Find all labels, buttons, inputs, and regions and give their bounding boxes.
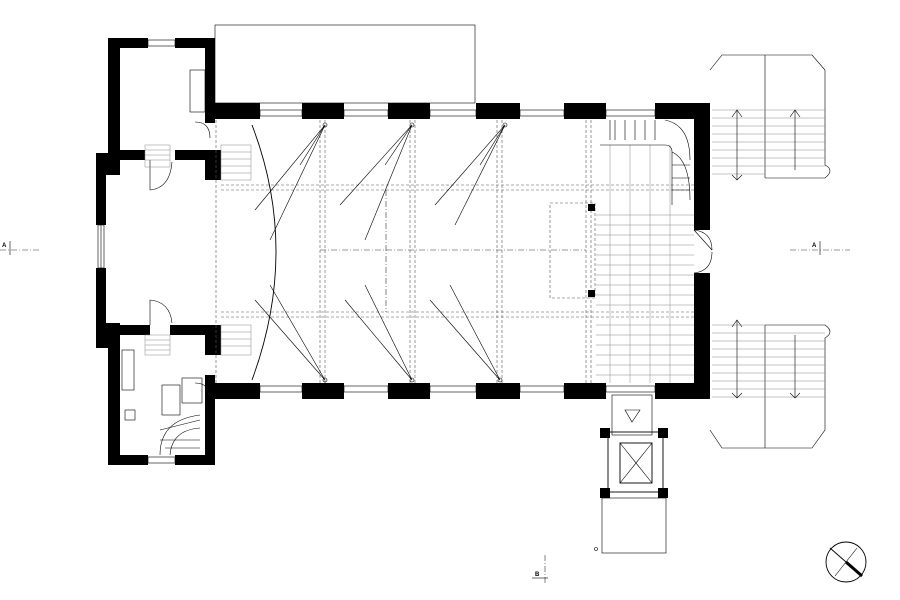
diagonal-braces: [254, 122, 508, 383]
section-label-left: A: [2, 243, 7, 249]
section-marker-right: A: [790, 241, 850, 255]
bottom-vestibule: [594, 394, 668, 554]
north-arrow-icon: [825, 541, 867, 583]
right-entrance-door: [693, 229, 713, 274]
left-upper-room: [108, 38, 215, 160]
main-hall-walls: [205, 103, 710, 399]
right-interior-stair: [549, 119, 694, 383]
section-label-right: A: [812, 243, 817, 249]
main-hall-windows: [259, 109, 656, 393]
section-label-bottom: B: [535, 572, 540, 578]
section-marker-bottom: B: [532, 555, 548, 585]
hall-side-steps: [220, 144, 252, 356]
apse-arc: [251, 124, 277, 381]
structural-grid: [215, 120, 694, 383]
left-middle-room: [96, 144, 221, 356]
left-lower-room: [108, 345, 215, 465]
external-stair: [709, 54, 831, 449]
annex-outline: [214, 24, 476, 104]
section-marker-left: A: [0, 241, 40, 255]
